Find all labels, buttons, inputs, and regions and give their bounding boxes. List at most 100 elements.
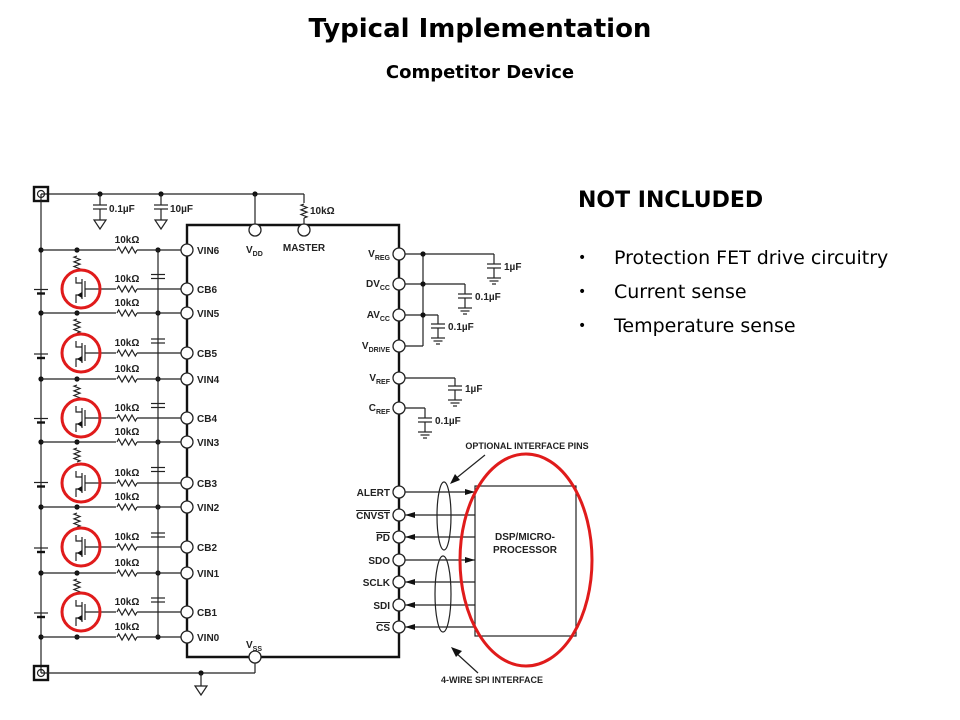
pin-terminal <box>392 508 406 522</box>
list-item: •Current sense <box>578 280 888 314</box>
arrow-left-icon <box>405 624 415 630</box>
resistor-icon <box>116 632 138 642</box>
pin-label-vss: VSS <box>246 640 262 653</box>
resistor-icon <box>116 478 138 488</box>
resistor-label: 10kΩ <box>115 532 140 543</box>
bus-group-ellipse <box>436 481 452 551</box>
arrow-icon <box>450 474 460 484</box>
fet-transistor-icon <box>60 397 102 439</box>
resistor-icon <box>72 255 82 271</box>
pin-terminal <box>180 243 194 257</box>
arrow-left-icon <box>405 512 415 518</box>
pin-terminal <box>180 476 194 490</box>
fet-arrow-icon <box>77 486 82 492</box>
pin-terminal <box>180 630 194 644</box>
arrow-left-icon <box>405 579 415 585</box>
pin-label-pd: PD <box>376 533 390 544</box>
pin-terminal <box>392 598 406 612</box>
slide-subtitle: Competitor Device <box>385 62 575 83</box>
fet-body <box>75 341 95 367</box>
pin-terminal <box>392 247 406 261</box>
fet-transistor-icon <box>60 268 102 310</box>
pin-label-vdd: VDD <box>246 245 263 258</box>
fet-transistor-icon <box>60 526 102 568</box>
slide-title: Typical Implementation <box>308 14 652 44</box>
pin-terminal <box>180 411 194 425</box>
pin-label-sdo: SDO <box>368 556 390 567</box>
junction-dot <box>420 251 426 257</box>
resistor-icon <box>116 437 138 447</box>
fet-arrow-icon <box>77 292 82 298</box>
resistor-label: 10kΩ <box>115 427 140 438</box>
pin-label-alert: ALERT <box>357 488 390 499</box>
pin-terminal <box>392 308 406 322</box>
pin-terminal <box>180 500 194 514</box>
pin-terminal <box>180 435 194 449</box>
resistor-label: 10kΩ <box>310 206 335 217</box>
pin-terminal <box>392 553 406 567</box>
resistor-icon <box>116 374 138 384</box>
arrow-icon <box>451 647 462 657</box>
resistor-label: 10kΩ <box>115 597 140 608</box>
resistor-label: 10kΩ <box>115 274 140 285</box>
not-included-heading: NOT INCLUDED <box>578 188 764 213</box>
capacitor-label: 0.1µF <box>475 292 501 303</box>
pin-terminal <box>180 346 194 360</box>
pin-label-avcc: AVCC <box>367 310 390 323</box>
resistor-icon <box>72 447 82 463</box>
fet-body <box>75 277 95 303</box>
list-item-text: Temperature sense <box>614 315 796 337</box>
pin-label-cb3: CB3 <box>197 479 217 490</box>
resistor-label: 10kΩ <box>115 235 140 246</box>
bullet-icon: • <box>578 318 587 334</box>
pin-terminal <box>297 223 311 237</box>
pin-terminal <box>392 371 406 385</box>
resistor-icon <box>72 384 82 400</box>
fet-body <box>75 471 95 497</box>
resistor-icon <box>72 578 82 594</box>
pin-label-vin2: VIN2 <box>197 503 220 514</box>
pin-terminal <box>392 339 406 353</box>
pin-terminal <box>180 540 194 554</box>
pin-label-cb2: CB2 <box>197 543 217 554</box>
resistor-label: 10kΩ <box>115 298 140 309</box>
resistor-icon <box>116 245 138 255</box>
pin-label-vin6: VIN6 <box>197 246 220 257</box>
pin-label-cref: CREF <box>369 403 391 416</box>
bullet-icon: • <box>578 284 587 300</box>
wire <box>454 651 479 674</box>
pin-label-vin0: VIN0 <box>197 633 220 644</box>
ground-icon <box>153 219 169 231</box>
resistor-icon <box>72 512 82 528</box>
fet-body <box>75 535 95 561</box>
resistor-label: 10kΩ <box>115 364 140 375</box>
pin-label-vin5: VIN5 <box>197 309 220 320</box>
capacitor-label: 0.1µF <box>448 322 474 333</box>
pin-label-sclk: SCLK <box>363 578 391 589</box>
pin-label-vreg: VREG <box>368 249 390 262</box>
ground-icon <box>92 219 108 231</box>
capacitor-label: 1µF <box>504 262 521 273</box>
fet-transistor-icon <box>60 591 102 633</box>
fet-transistor-icon <box>60 462 102 504</box>
arrow-right-icon <box>465 489 475 495</box>
resistor-label: 10kΩ <box>115 338 140 349</box>
resistor-icon <box>116 284 138 294</box>
resistor-label: 10kΩ <box>115 468 140 479</box>
resistor-icon <box>116 308 138 318</box>
bus-group-ellipse <box>434 555 452 633</box>
pin-label-cb4: CB4 <box>197 414 217 425</box>
resistor-label: 10kΩ <box>115 622 140 633</box>
pin-terminal <box>180 306 194 320</box>
resistor-label: 10kΩ <box>115 492 140 503</box>
pin-terminal <box>392 575 406 589</box>
capacitor-label: 0.1µF <box>435 416 461 427</box>
capacitor-label: 1µF <box>465 384 482 395</box>
capacitor-label: 10µF <box>170 204 193 215</box>
fet-arrow-icon <box>77 356 82 362</box>
resistor-icon <box>116 542 138 552</box>
pin-label-sdi: SDI <box>373 601 390 612</box>
resistor-icon <box>116 607 138 617</box>
pin-label-vdrive: VDRIVE <box>362 341 390 354</box>
pin-label-cs: CS <box>376 623 390 634</box>
